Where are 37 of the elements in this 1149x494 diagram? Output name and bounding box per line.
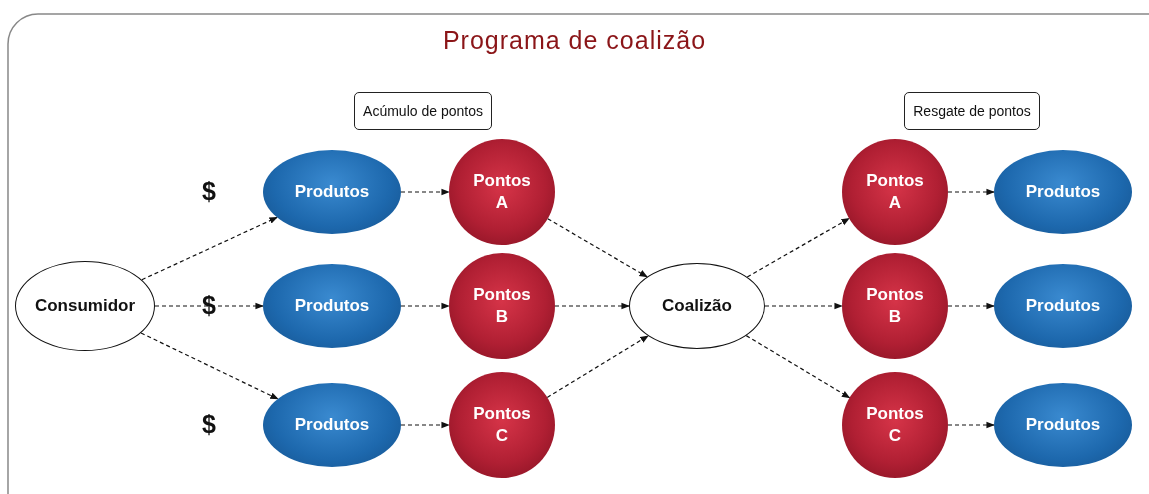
dashed-arrow — [154, 302, 264, 310]
dollar-sign: $ — [202, 291, 216, 320]
dollar-sign: $ — [202, 177, 216, 206]
dashed-arrow — [947, 302, 995, 310]
dashed-arrow — [400, 421, 450, 429]
node-label: Produtos — [1024, 415, 1102, 435]
node-label: Acúmulo de pontos — [363, 103, 483, 119]
node-label: Resgate de pontos — [912, 103, 1032, 119]
dollar-sign: $ — [202, 410, 216, 439]
dashed-arrow — [746, 217, 850, 278]
node-label: Pontos A — [865, 170, 925, 214]
dashed-arrow — [554, 302, 630, 310]
node-label: Produtos — [293, 182, 371, 202]
dashed-arrow — [546, 335, 649, 398]
dashed-arrow — [947, 421, 995, 429]
dashed-arrow — [764, 302, 843, 310]
node-label: Pontos C — [472, 403, 532, 447]
node-label: Produtos — [293, 415, 371, 435]
dashed-arrow — [547, 218, 648, 278]
node-label: Consumidor — [33, 296, 137, 316]
node-label: Produtos — [1024, 296, 1102, 316]
diagram-title: Programa de coalizão — [442, 26, 707, 54]
node-label: Pontos C — [865, 403, 925, 447]
dashed-arrow — [140, 332, 279, 400]
node-label: Produtos — [293, 296, 371, 316]
dashed-arrow — [745, 335, 851, 399]
node-label: Produtos — [1024, 182, 1102, 202]
node-label: Pontos B — [865, 284, 925, 328]
node-label: Pontos B — [472, 284, 532, 328]
dashed-arrow — [947, 188, 995, 196]
dashed-arrow — [141, 216, 278, 281]
dashed-arrow — [400, 188, 450, 196]
label-box — [904, 92, 1040, 130]
label-box — [354, 92, 492, 130]
dashed-arrow — [400, 302, 450, 310]
node-label: Pontos A — [472, 170, 532, 214]
node-label: Coalizão — [661, 296, 733, 316]
